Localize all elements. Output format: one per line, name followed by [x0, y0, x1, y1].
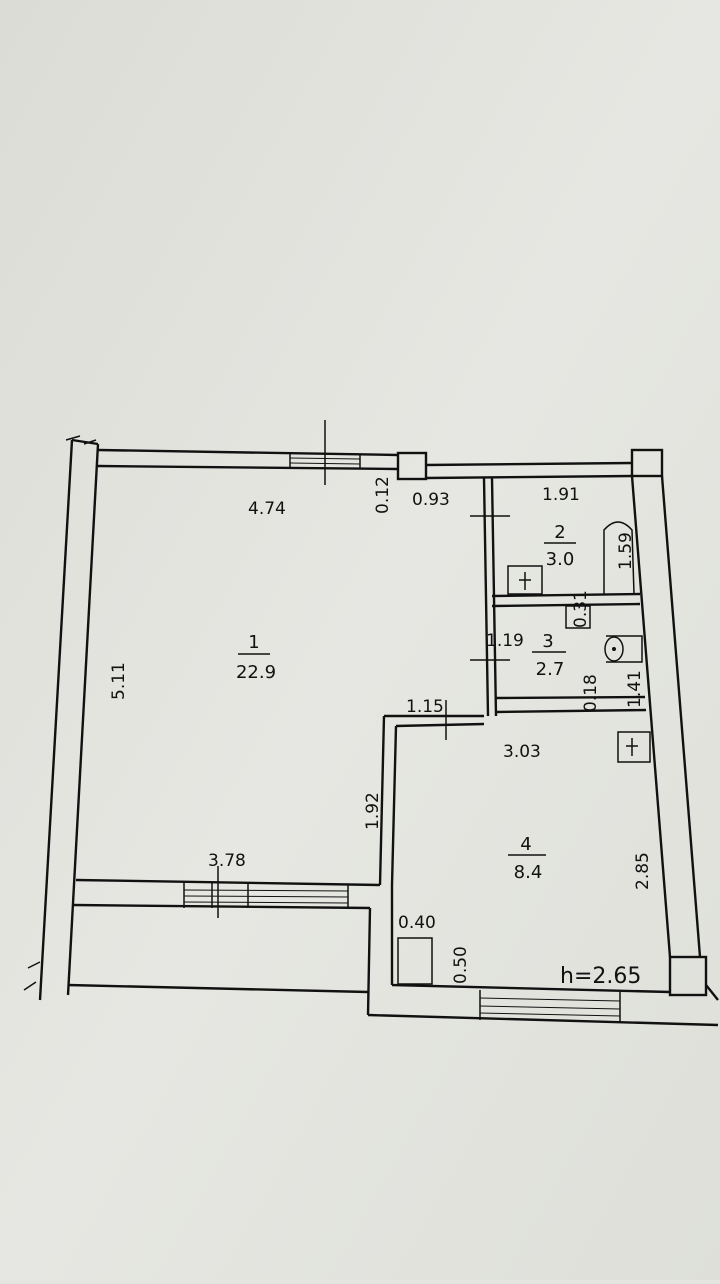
room2-bottom-wall [491, 592, 641, 608]
riser-icon [617, 731, 651, 763]
room3-bottom-wall [495, 695, 647, 714]
room4-partition [378, 700, 485, 886]
toilet-icon [604, 635, 643, 663]
duct-box [565, 605, 591, 629]
room-4-number: 4 [520, 834, 531, 855]
balcony-width-label: 3.78 [208, 851, 246, 871]
room3-width-label: 1.19 [486, 631, 524, 651]
room4-length-label: 2.85 [633, 852, 653, 890]
top-wall-right [425, 461, 633, 480]
room-2-area: 3.0 [546, 549, 575, 570]
room3-depth-label: 1.41 [625, 670, 645, 708]
room-4-area: 8.4 [514, 862, 543, 883]
column-block [396, 451, 428, 481]
wall-thickness-label: 0.12 [373, 476, 393, 514]
room3-top-offset-label: 0.31 [571, 590, 591, 628]
room4-entry-label: 1.15 [406, 697, 444, 717]
right-outer-wall [630, 475, 719, 1001]
column-block [668, 955, 708, 997]
balcony-area [67, 866, 381, 1016]
ceiling-height-label: h=2.65 [560, 964, 641, 989]
niche [397, 937, 433, 985]
room-3-area: 2.7 [536, 659, 565, 680]
vent-shaft-icon [507, 565, 543, 595]
room-2-tag: 2 3.0 [544, 522, 576, 570]
room1-length-label: 5.11 [109, 662, 129, 700]
step-depth-label: 1.92 [363, 792, 383, 830]
room-1-tag: 1 22.9 [236, 632, 276, 683]
room-3-tag: 3 2.7 [532, 631, 566, 680]
room4-width-label: 3.03 [503, 742, 541, 762]
bathtub-icon [603, 521, 635, 595]
corridor-width-label: 0.93 [412, 490, 450, 510]
room3-bottom-offset-label: 0.18 [581, 674, 601, 712]
bottom-wall [367, 885, 719, 1027]
niche-depth-label: 0.50 [451, 946, 471, 984]
room-4-tag: 4 8.4 [508, 834, 546, 883]
room-1-number: 1 [248, 632, 259, 653]
room-3-number: 3 [542, 631, 553, 652]
room2-depth-label: 1.59 [616, 532, 636, 570]
niche-width-label: 0.40 [398, 913, 436, 933]
top-wall [97, 420, 399, 485]
left-outer-wall [23, 435, 100, 1001]
room1-width-label: 4.74 [248, 499, 286, 519]
room-2-number: 2 [554, 522, 565, 543]
room2-width-label: 1.91 [542, 485, 580, 505]
room-1-area: 22.9 [236, 662, 276, 683]
